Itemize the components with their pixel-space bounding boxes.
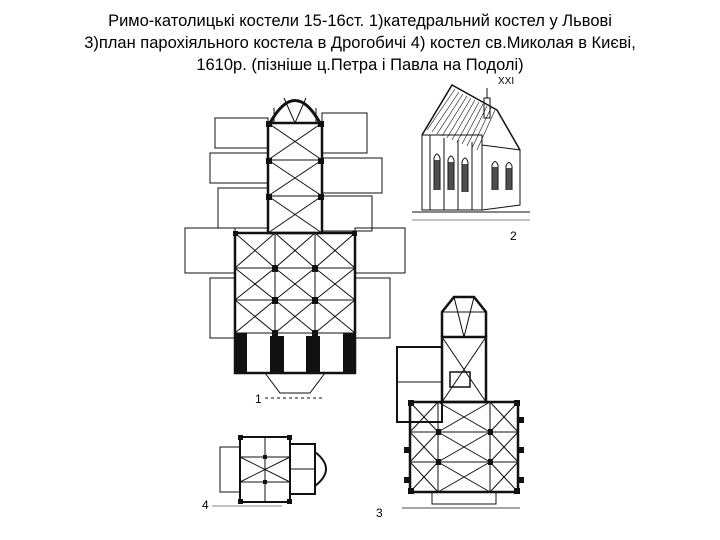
figure-label-4: 4 (202, 498, 209, 512)
plan-lviv-cathedral (184, 97, 406, 399)
slide-title: Римо-католицькі костели 15-16ст. 1)катед… (0, 10, 720, 76)
plan-drohobych-church (396, 295, 524, 509)
title-line-3: 1610р. (пізніше ц.Петра і Павла на Подол… (196, 56, 524, 74)
title-line-1: Римо-католицькі костели 15-16ст. 1)катед… (108, 12, 612, 30)
century-mark: XXI (498, 76, 515, 87)
plan-kyiv-st-nicholas (212, 435, 327, 507)
figure-label-2: 2 (510, 229, 517, 243)
title-line-2: 3)план парохіяльного костела в Дрогобичі… (84, 34, 636, 52)
figure-label-3: 3 (376, 506, 383, 520)
figure-label-1: 1 (255, 392, 262, 406)
view-lviv-cathedral (412, 83, 530, 221)
